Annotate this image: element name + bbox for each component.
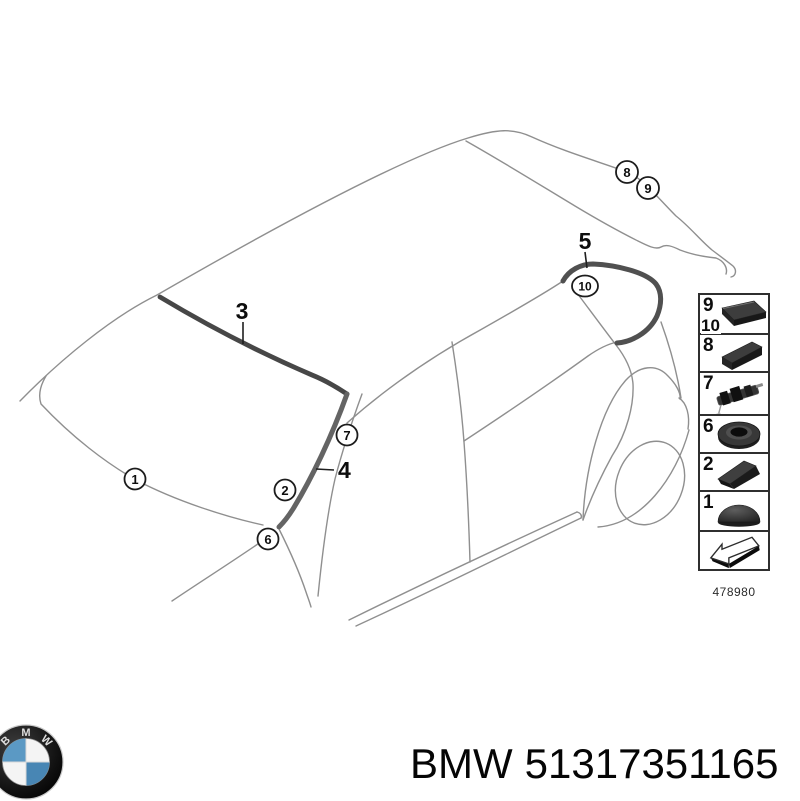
legend-row-grommet: 6 — [700, 416, 768, 454]
quarter-window-molding — [560, 261, 664, 346]
callout-9: 9 — [636, 176, 660, 200]
clip-icon — [715, 382, 764, 414]
window-bottom-path — [463, 341, 618, 442]
rocker-end-path — [576, 511, 583, 519]
windshield-top-molding — [157, 294, 350, 397]
cpillar-path — [576, 292, 634, 521]
direction-arrow-icon — [709, 535, 760, 568]
rocker-top-path — [348, 511, 578, 621]
legend-label-10: 10 — [701, 316, 721, 335]
svg-text:10: 10 — [578, 280, 592, 294]
legend-row-clip: 7 — [700, 373, 768, 416]
legend-table: 9 10 8 7 — [698, 293, 770, 571]
callout-7: 7 — [335, 423, 359, 447]
svg-text:M: M — [21, 727, 30, 739]
logo-cross-lines — [2, 738, 50, 786]
windshield-side-molding — [276, 391, 350, 530]
legend-row-direction — [700, 532, 768, 569]
moldings — [157, 261, 664, 530]
logo-quadrant-bottom-right — [26, 762, 50, 786]
rocker-bottom-path — [355, 517, 582, 627]
callout-2: 2 — [273, 478, 297, 502]
bpillar-path — [451, 341, 471, 563]
callout-10: 10 — [571, 274, 599, 298]
rear-wheel — [614, 440, 686, 526]
bumper-arc-path — [597, 429, 690, 528]
legend-label-9: 9 — [703, 295, 714, 316]
wheel-arch-path — [582, 367, 681, 521]
svg-text:8: 8 — [623, 165, 630, 180]
roofline-path — [19, 130, 737, 402]
apillar-inner-path — [317, 393, 363, 597]
svg-text:1: 1 — [131, 472, 138, 487]
label-3: 3 — [236, 298, 249, 324]
cowl-path — [38, 375, 264, 526]
door-front-edge-path — [278, 528, 312, 608]
leader-4 — [315, 468, 335, 471]
svg-text:9: 9 — [644, 181, 651, 196]
legend-row-wedge: 2 — [700, 454, 768, 492]
legend-label-8: 8 — [703, 335, 714, 356]
legend-label-2: 2 — [703, 454, 714, 475]
callout-6: 6 — [256, 527, 280, 551]
logo-quadrant-top-left — [2, 738, 26, 762]
bmw-logo: B M W — [0, 724, 64, 800]
legend-row-cap: 1 — [700, 492, 768, 532]
leader-5 — [584, 251, 588, 269]
label-5: 5 — [579, 228, 592, 254]
svg-text:2: 2 — [281, 483, 288, 498]
legend-label-1: 1 — [703, 492, 714, 513]
brand-name: BMW — [410, 740, 513, 787]
part-number: 51317351165 — [524, 740, 779, 787]
plain-labels: 3 4 5 — [236, 228, 592, 483]
leader-lines — [242, 251, 588, 471]
callout-8: 8 — [615, 160, 639, 184]
legend-label-7: 7 — [703, 373, 714, 394]
circled-callouts: 1 2 6 7 8 9 10 — [123, 160, 660, 551]
cap-icon — [717, 504, 761, 527]
hood-crease-path — [171, 536, 269, 602]
legend-label-6: 6 — [703, 416, 714, 437]
diagram-number: 478980 — [712, 585, 756, 599]
rear-hatch-path — [465, 140, 728, 275]
svg-text:7: 7 — [343, 428, 350, 443]
car-outline — [19, 130, 737, 627]
foam-bar-icon — [721, 341, 763, 370]
grommet-icon — [717, 421, 761, 449]
fender-hook-path — [678, 397, 690, 430]
taillight-edge-path — [660, 321, 682, 399]
wedge-icon — [717, 460, 760, 489]
legend-row-pad: 9 10 — [700, 295, 768, 335]
beltline-path — [346, 280, 564, 424]
legend-row-bar: 8 — [700, 335, 768, 373]
callout-1: 1 — [123, 467, 147, 491]
svg-text:6: 6 — [264, 532, 271, 547]
foam-pad-icon — [721, 300, 767, 326]
label-4: 4 — [338, 457, 351, 483]
